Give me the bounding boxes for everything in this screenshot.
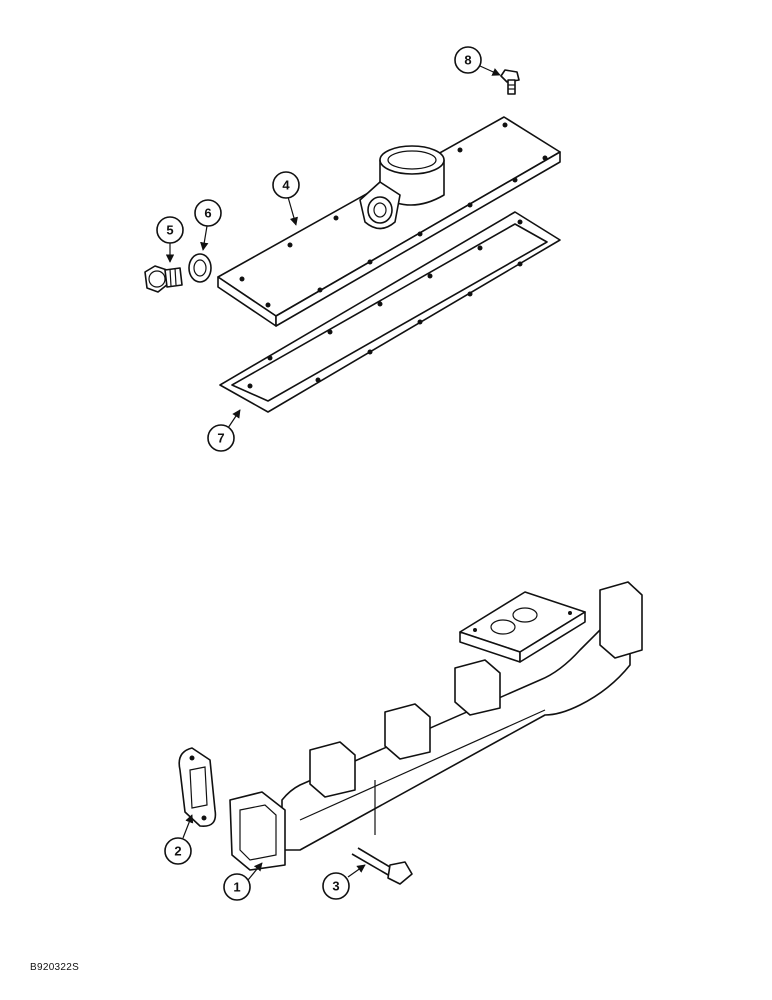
part-3-bolt: [351, 847, 413, 885]
svg-text:2: 2: [174, 844, 181, 859]
callout-5: 5: [156, 216, 184, 263]
svg-text:5: 5: [166, 223, 173, 238]
part-2-flange-gasket: [178, 747, 217, 827]
svg-text:3: 3: [332, 879, 339, 894]
callout-2: 2: [164, 814, 194, 865]
callout-4: 4: [272, 171, 300, 226]
svg-text:7: 7: [217, 431, 224, 446]
part-4-cover-plate: [217, 116, 561, 327]
callout-7: 7: [207, 409, 241, 452]
part-6-washer: [188, 253, 212, 283]
svg-text:6: 6: [204, 206, 211, 221]
callout-1: 1: [223, 862, 263, 901]
figure-reference-code: B920322S: [30, 962, 80, 973]
callout-6: 6: [194, 199, 222, 251]
part-7-gasket: [219, 211, 561, 413]
part-8-bolt: [500, 69, 520, 95]
svg-text:8: 8: [464, 53, 471, 68]
callout-3: 3: [322, 864, 366, 900]
callout-8: 8: [454, 46, 501, 76]
part-5-plug: [144, 265, 183, 293]
svg-text:4: 4: [282, 178, 290, 193]
part-1-exhaust-manifold: [229, 581, 643, 871]
svg-text:1: 1: [233, 880, 240, 895]
